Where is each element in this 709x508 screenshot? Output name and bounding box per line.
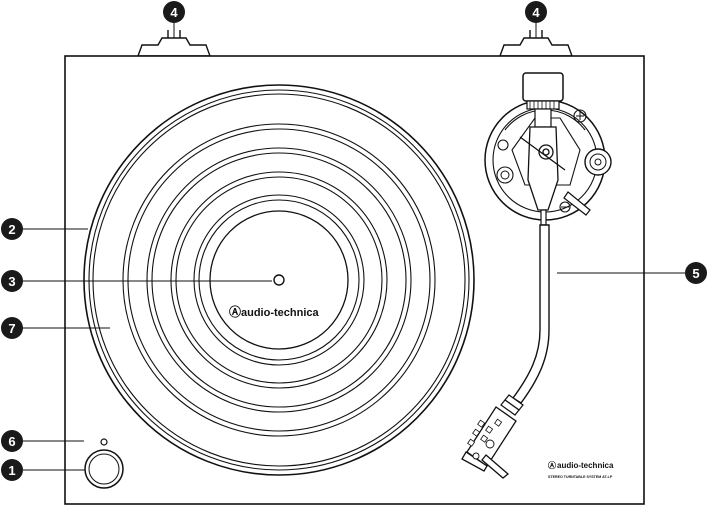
svg-text:2: 2 (8, 222, 15, 237)
counterweight[interactable] (522, 72, 564, 128)
svg-text:7: 7 (8, 321, 15, 336)
plinth-logo-mark: Ⓐ (548, 460, 556, 470)
label-logo-text: audio-technica (241, 307, 320, 319)
spindle (273, 274, 285, 286)
callout-5: 5 (685, 262, 707, 284)
svg-text:4: 4 (170, 5, 178, 20)
headshell[interactable] (461, 406, 517, 479)
indicator-led (100, 438, 108, 446)
callout-4-right: 4 (525, 1, 547, 23)
svg-text:1: 1 (8, 463, 15, 478)
leader-lines (22, 22, 686, 471)
callout-7: 7 (1, 317, 23, 339)
power-knob[interactable] (84, 449, 124, 489)
plinth-sublabel: STEREO TURNTABLE SYSTEM AT-LP (548, 475, 613, 479)
hinge-left (137, 30, 211, 57)
svg-text:3: 3 (8, 274, 15, 289)
anti-skate-dial[interactable] (584, 148, 612, 176)
callout-3: 3 (1, 270, 23, 292)
callout-1: 1 (1, 459, 23, 481)
svg-text:6: 6 (8, 434, 15, 449)
callout-2: 2 (1, 218, 23, 240)
platter (83, 84, 475, 476)
tonearm[interactable] (540, 209, 547, 226)
headshell-collar (500, 394, 524, 416)
callout-4-left: 4 (163, 1, 185, 23)
plinth-logo: Ⓐ audio-technica STEREO TURNTABLE SYSTEM… (548, 460, 614, 479)
hinge-right (499, 30, 573, 57)
lift-lever[interactable] (563, 191, 591, 216)
svg-text:5: 5 (692, 266, 699, 281)
tonearm-pivot (519, 126, 566, 211)
plinth-logo-text: audio-technica (557, 461, 614, 470)
label-logo-mark: Ⓐ (229, 304, 241, 319)
svg-text:4: 4 (532, 5, 540, 20)
callout-6: 6 (1, 430, 23, 452)
label-logo: Ⓐ audio-technica (229, 304, 320, 319)
